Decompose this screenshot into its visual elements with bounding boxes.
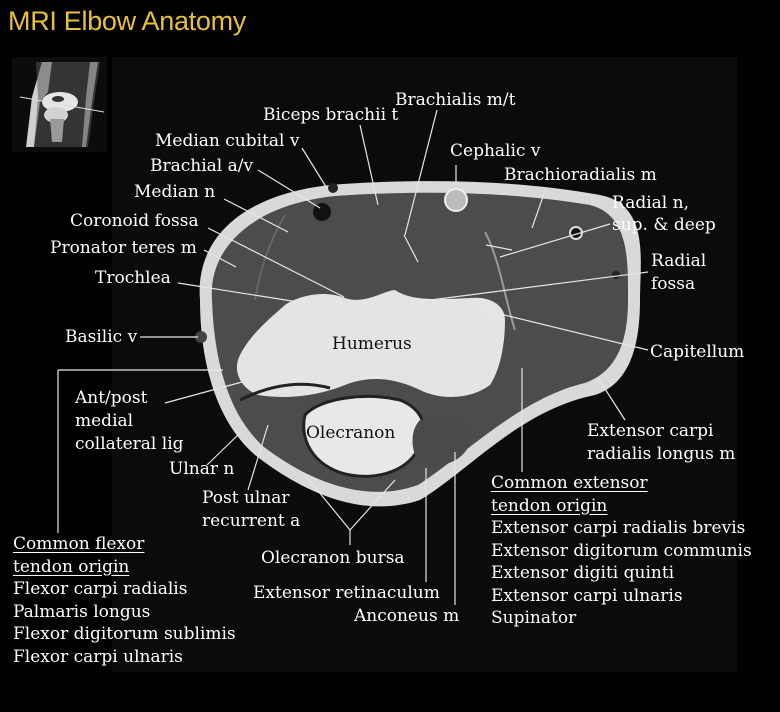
label-radial-nerve-line1: Radial n, <box>612 193 689 213</box>
leader-lines <box>57 109 649 605</box>
coronal-locator-thumbnail <box>12 57 107 152</box>
label-mcl-line2: medial <box>75 411 134 431</box>
label-mcl-line1: Ant/post <box>75 388 148 408</box>
extensor-item: Extensor carpi ulnaris <box>491 585 683 606</box>
humerus-bone <box>236 290 505 397</box>
cephalic-vein <box>444 188 468 212</box>
common-flexor-origin-list: Common flexor tendon origin Flexor carpi… <box>13 533 236 668</box>
label-biceps-brachii-tendon: Biceps brachii t <box>263 105 399 125</box>
label-radial-fossa-line2: fossa <box>651 274 696 294</box>
label-radial-fossa-line1: Radial <box>651 251 707 271</box>
label-olecranon: Olecranon <box>306 423 396 443</box>
label-extensor-retinaculum: Extensor retinaculum <box>253 583 440 603</box>
flexor-item: Flexor carpi ulnaris <box>13 646 183 667</box>
flexor-heading-line1: Common flexor <box>13 534 145 554</box>
extensor-item: Extensor digitorum communis <box>491 540 752 561</box>
flexor-item: Palmaris longus <box>13 601 151 622</box>
flexor-item: Flexor carpi radialis <box>13 579 188 599</box>
extensor-heading-line2: tendon origin <box>491 495 608 516</box>
label-radial-nerve-line2: sup. & deep <box>612 215 716 235</box>
label-brachialis: Brachialis m/t <box>395 90 516 110</box>
flexor-item: Flexor digitorum sublimis <box>13 624 236 644</box>
label-mcl-line3: collateral lig <box>75 434 184 454</box>
label-coronoid-fossa: Coronoid fossa <box>70 211 199 231</box>
figure-title: MRI Elbow Anatomy <box>8 6 246 36</box>
extensor-heading-line1: Common extensor <box>491 473 648 493</box>
label-basilic-vein: Basilic v <box>65 327 138 347</box>
label-pronator-teres: Pronator teres m <box>50 238 197 258</box>
label-ecrl-line1: Extensor carpi <box>587 421 714 441</box>
label-median-nerve: Median n <box>134 182 216 202</box>
label-post-ulnar-recurrent-line2: recurrent a <box>202 511 301 531</box>
anconeus-muscle <box>412 418 470 467</box>
label-anconeus: Anconeus m <box>354 606 460 626</box>
flexor-heading-line2: tendon origin <box>13 556 130 577</box>
extensor-item: Extensor digiti quinti <box>491 563 675 583</box>
extensor-item: Supinator <box>491 608 577 628</box>
label-brachioradialis: Brachioradialis m <box>504 165 657 185</box>
label-median-cubital-vein: Median cubital v <box>155 131 300 151</box>
label-ulnar-nerve: Ulnar n <box>169 459 235 479</box>
label-trochlea: Trochlea <box>95 268 171 288</box>
brachial-vessel <box>313 203 331 221</box>
label-cephalic-vein: Cephalic v <box>450 141 541 161</box>
label-post-ulnar-recurrent-line1: Post ulnar <box>202 488 290 508</box>
label-olecranon-bursa: Olecranon bursa <box>261 548 405 568</box>
label-humerus: Humerus <box>332 334 412 354</box>
coronal-elbow-locator-icon <box>12 57 107 152</box>
label-capitellum: Capitellum <box>650 342 745 362</box>
label-brachial-artery-vein: Brachial a/v <box>150 156 254 176</box>
extensor-item: Extensor carpi radialis brevis <box>491 518 746 538</box>
basilic-vein <box>195 331 207 343</box>
label-ecrl-line2: radialis longus m <box>587 444 736 464</box>
common-extensor-origin-list: Common extensor tendon origin Extensor c… <box>491 472 752 630</box>
